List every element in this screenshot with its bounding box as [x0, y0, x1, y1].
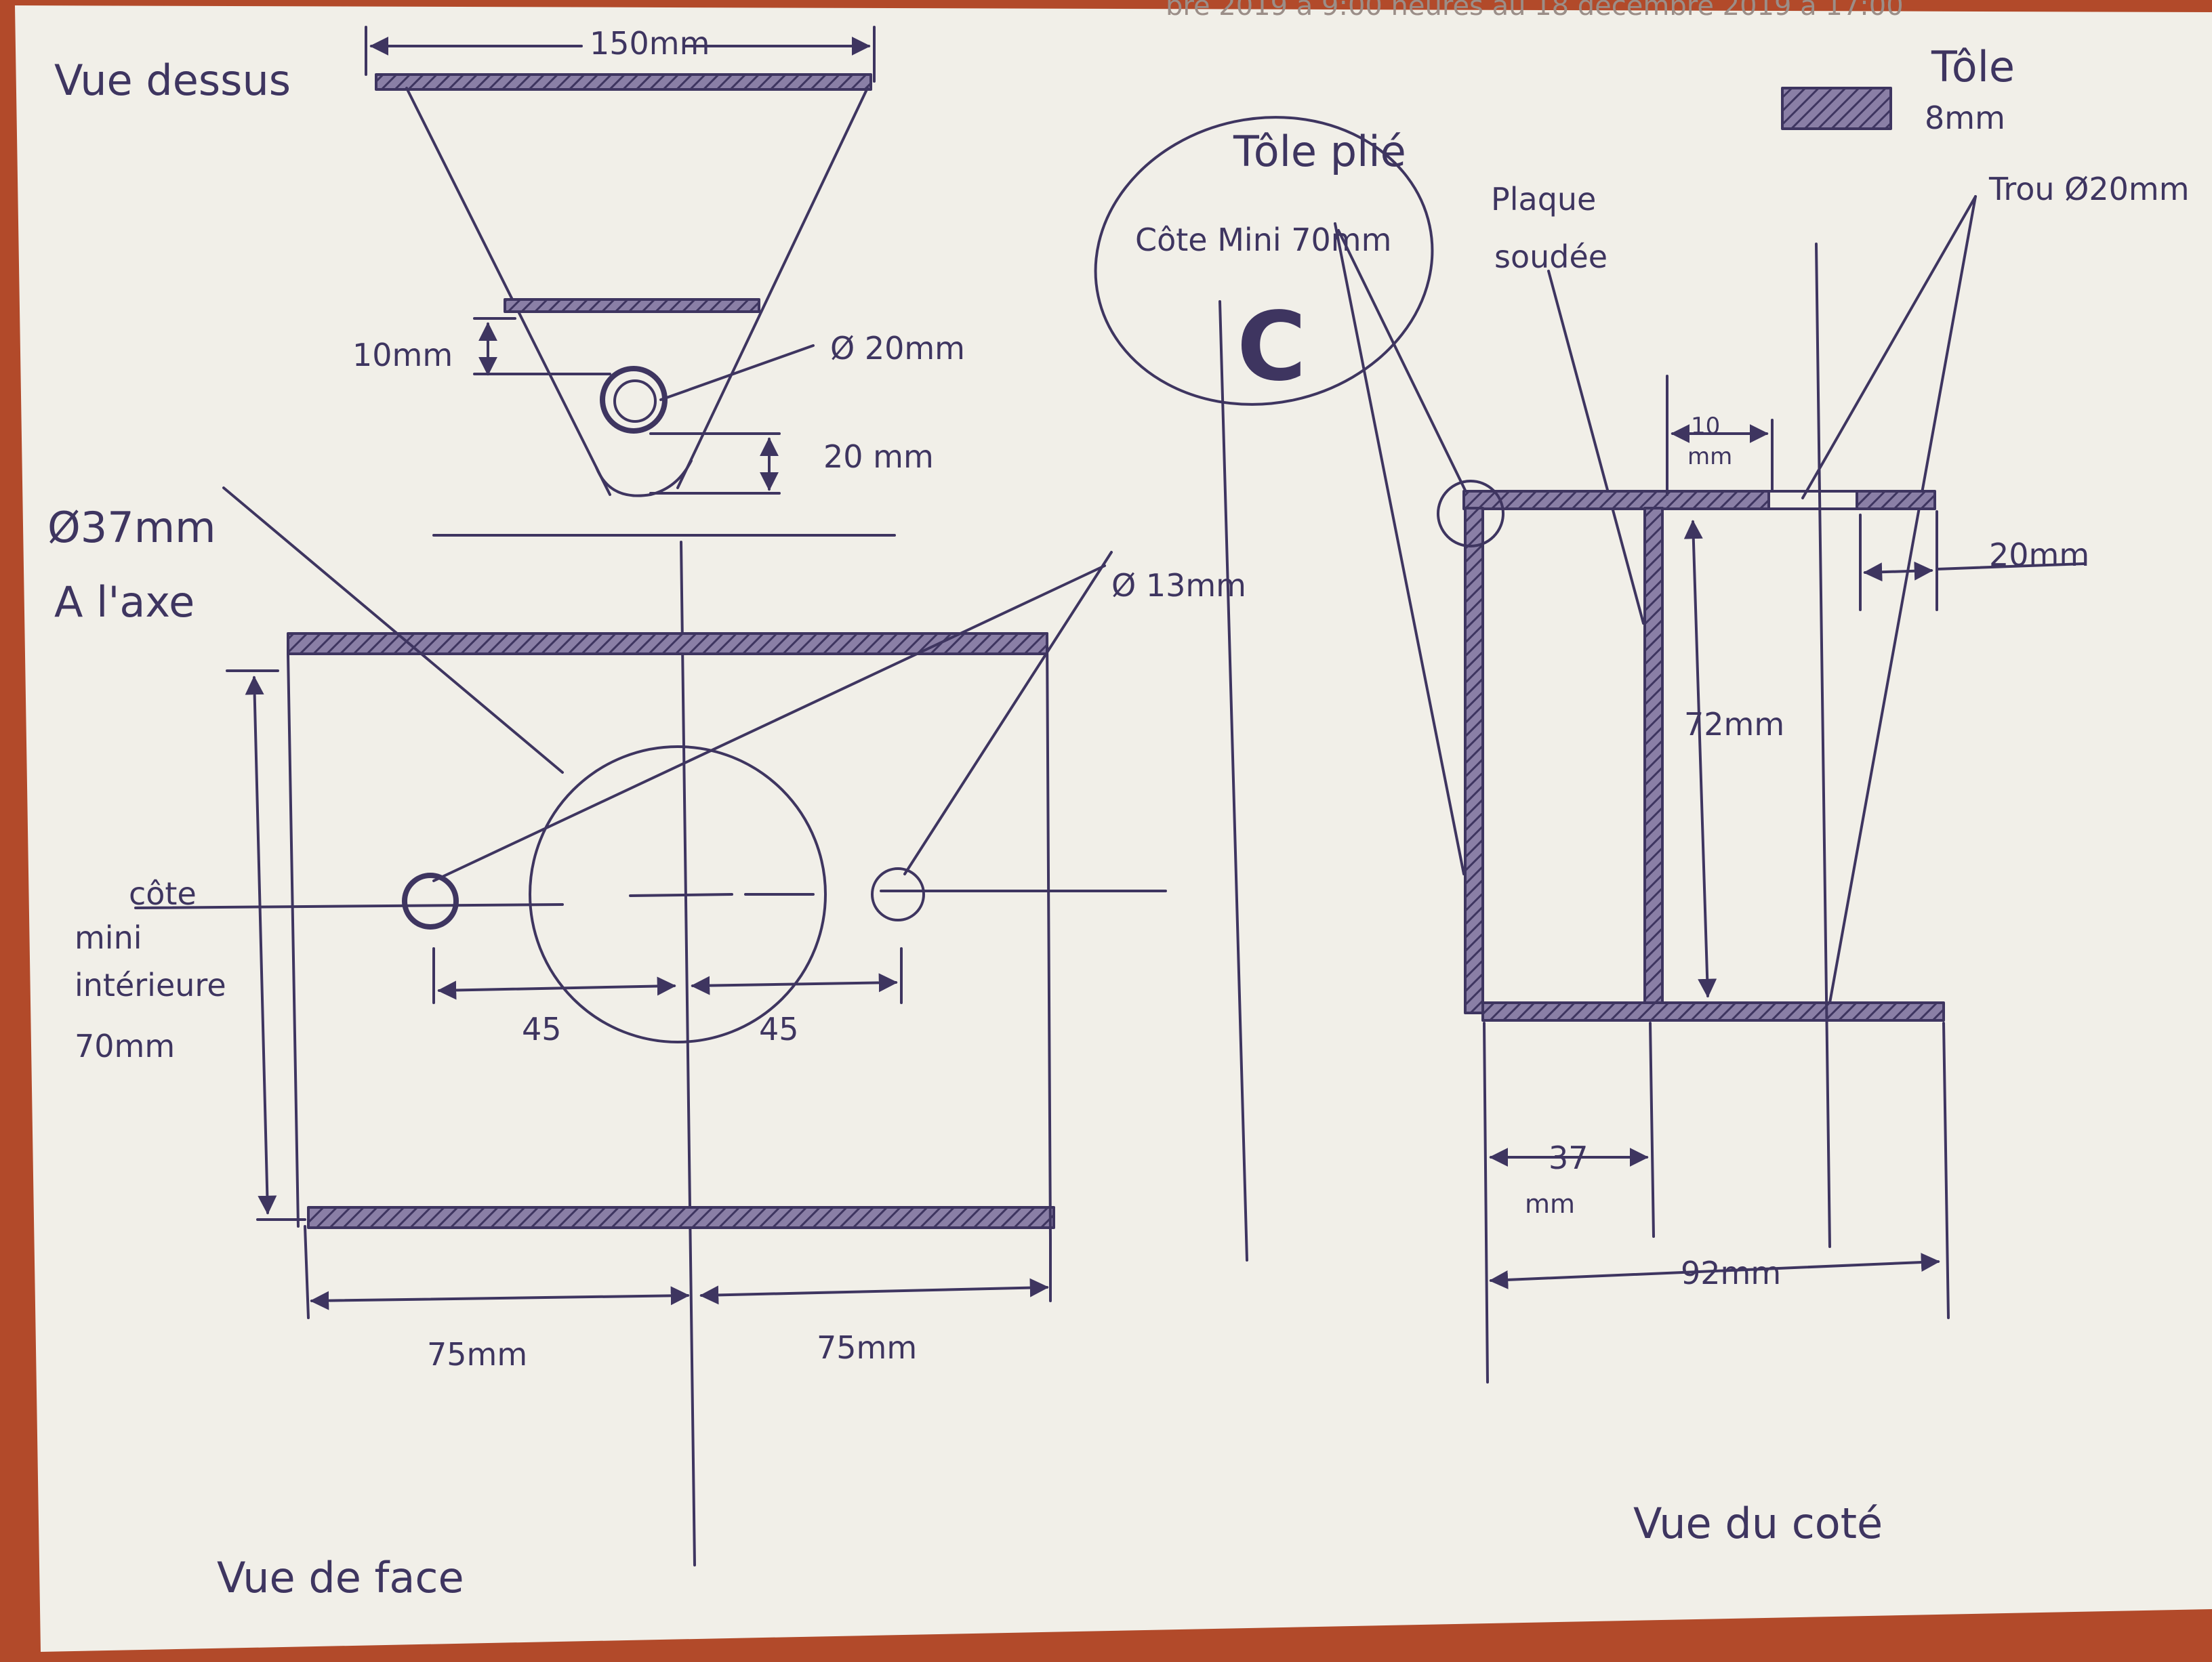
side-welded-2: soudée [1494, 238, 1607, 275]
front-half-left: 75mm [427, 1336, 527, 1373]
side-height-label: 72mm [1684, 706, 1784, 743]
front-view-title: Vue de face [217, 1553, 464, 1602]
front-inner-1: côte [129, 875, 197, 912]
side-edge-label: 20mm [1989, 537, 2089, 573]
paper-sheet [15, 5, 2212, 1652]
side-offset-2: mm [1687, 443, 1732, 470]
side-offset-1: 10 [1691, 413, 1720, 440]
side-sheet-1: Tôle [1931, 42, 2015, 91]
note-line2: Côte Mini 70mm [1135, 222, 1391, 258]
side-hole-label: Trou Ø20mm [1988, 171, 2190, 207]
front-inner-2: mini [75, 919, 142, 956]
note-line1: Tôle plié [1233, 127, 1406, 176]
side-total-label: 92mm [1681, 1255, 1781, 1291]
side-welded-1: Plaque [1491, 181, 1596, 217]
front-inner-3: intérieure [75, 967, 226, 1003]
side-web-1: 37 [1549, 1140, 1589, 1176]
front-bolt-hole: Ø 13mm [1111, 567, 1246, 604]
top-bottom-label: 20 mm [823, 438, 934, 475]
top-offset-label: 10mm [352, 337, 453, 373]
front-axis-hole-1: Ø37mm [47, 503, 216, 552]
side-web-2: mm [1525, 1189, 1575, 1219]
front-half-right: 75mm [817, 1329, 917, 1366]
bent-sheet-note: Tôle plié Côte Mini 70mm C [1094, 116, 1472, 1262]
front-inner-4: 70mm [75, 1028, 175, 1064]
front-spacing-right: 45 [759, 1011, 799, 1047]
front-axis-hole-2: A l'axe [54, 577, 194, 627]
front-spacing-left: 45 [522, 1011, 562, 1047]
side-view-title: Vue du coté [1633, 1499, 1883, 1548]
front-view: côte mini intérieure 70mm Ø37mm A l'axe … [47, 486, 1246, 1602]
top-hole-label: Ø 20mm [830, 330, 965, 367]
top-view: Vue dessus 150mm 10mm Ø 20mm 20 mm [54, 25, 965, 537]
top-width-label: 150mm [590, 25, 710, 62]
side-sheet-2: 8mm [1925, 100, 2005, 136]
edge-text: bre 2019 à 9:00 heures au 18 décembre 20… [1166, 0, 1904, 22]
top-view-title: Vue dessus [54, 56, 291, 105]
side-view: Tôle 8mm Plaque soudée Trou Ø20mm 10 mm [1437, 42, 2190, 1548]
note-profile: C [1237, 292, 1307, 402]
side-sheet-sample [1781, 87, 1892, 130]
